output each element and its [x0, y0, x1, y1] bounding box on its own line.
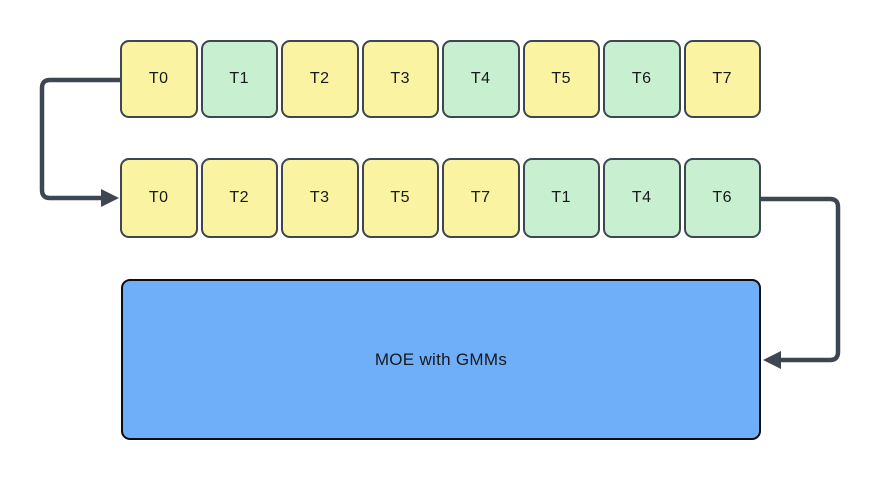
moe-with-gmms-box: MOE with GMMs [121, 279, 761, 440]
moe-box-label: MOE with GMMs [374, 349, 508, 369]
token-t3: T3 [281, 158, 359, 238]
token-t3: T3 [361, 40, 439, 118]
arrowhead-left-icon [763, 351, 781, 369]
token-t5: T5 [522, 40, 600, 118]
token-t5: T5 [361, 158, 439, 238]
token-t6: T6 [683, 158, 761, 238]
token-t0: T0 [120, 40, 198, 118]
token-t7: T7 [683, 40, 761, 118]
arrow-line [757, 196, 841, 363]
token-t2: T2 [281, 40, 359, 118]
arrow-line [39, 77, 123, 201]
token-t4: T4 [442, 40, 520, 118]
token-t1: T1 [522, 158, 600, 238]
token-t7: T7 [442, 158, 520, 238]
token-t6: T6 [603, 40, 681, 118]
arrowhead-right-icon [101, 189, 119, 207]
token-t4: T4 [603, 158, 681, 238]
token-t2: T2 [200, 158, 278, 238]
token-t0: T0 [120, 158, 198, 238]
token-t1: T1 [200, 40, 278, 118]
